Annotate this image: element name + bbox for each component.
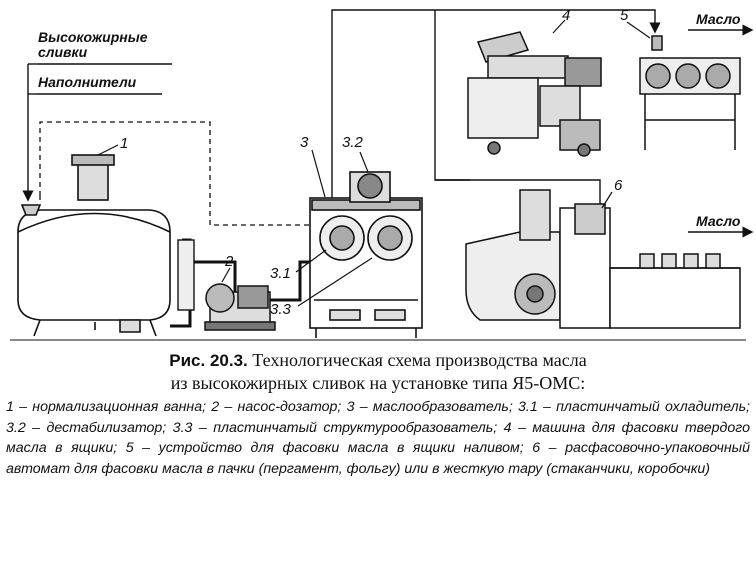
- num-3-3: 3.3: [270, 301, 292, 318]
- leader-3-2: [359, 151, 369, 173]
- figure-number: Рис. 20.3.: [169, 351, 248, 370]
- leader-5: [626, 21, 651, 39]
- product-lines: [331, 9, 754, 238]
- caption-legend: 1 – нормализационная ванна; 2 – насос-до…: [6, 399, 750, 477]
- leader-2: [221, 267, 231, 283]
- num-3-1: 3.1: [270, 265, 291, 282]
- leader-3-1: [295, 249, 327, 273]
- caption-title-line2: из высокожирных сливок на установке типа…: [170, 373, 586, 393]
- bulk-filler: [639, 35, 741, 150]
- num-3: 3: [300, 134, 309, 151]
- num-1: 1: [120, 135, 128, 152]
- caption-title-line1: Технологическая схема производства масла: [252, 350, 587, 370]
- num-2: 2: [224, 253, 234, 270]
- butter-former: [309, 171, 423, 338]
- solid-butter-filler: [467, 31, 602, 157]
- butter-label-right: Масло: [696, 213, 741, 229]
- butter-label-top: Масло: [696, 11, 741, 27]
- num-6: 6: [614, 177, 623, 194]
- leader-1: [97, 144, 119, 156]
- dashed-lines: [39, 121, 310, 226]
- feed-lines: [22, 63, 172, 202]
- packaging-automaton: [465, 189, 741, 329]
- cream-label-line2: сливки: [38, 44, 88, 60]
- leader-4: [552, 19, 566, 34]
- leader-6: [601, 191, 613, 209]
- num-4: 4: [562, 7, 570, 24]
- filter-column: [177, 239, 195, 311]
- cream-label-line1: Высокожирные: [38, 29, 148, 45]
- pump-dosator: [204, 283, 276, 331]
- figure-caption: Рис. 20.3. Технологическая схема произво…: [0, 345, 756, 479]
- leader-3: [311, 149, 326, 198]
- num-3-2: 3.2: [342, 134, 364, 151]
- fillers-label: Наполнители: [38, 74, 137, 90]
- process-diagram: Высокожирные сливки Наполнители 1: [10, 7, 754, 341]
- leader-3-3: [297, 257, 373, 307]
- normalization-vat: [17, 154, 171, 337]
- caption-title: Рис. 20.3. Технологическая схема произво…: [0, 349, 756, 394]
- num-5: 5: [620, 7, 629, 24]
